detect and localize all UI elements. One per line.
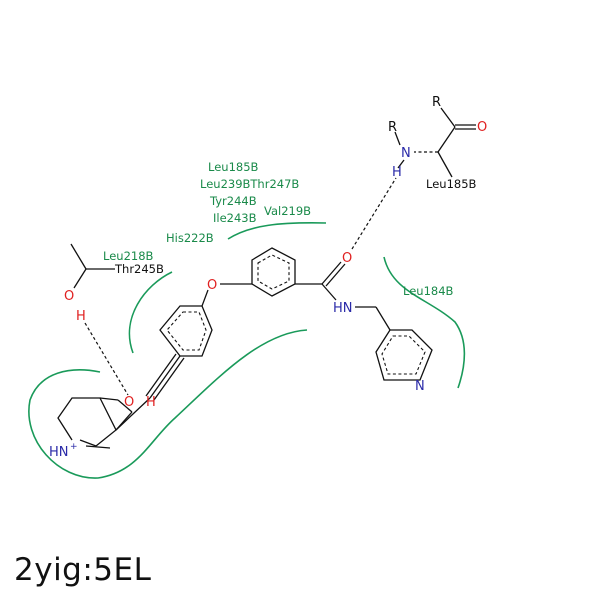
atom-nh-plus: HN	[49, 445, 69, 460]
residue-label-tyr244: Tyr244B	[209, 194, 257, 208]
atom-r-top: R	[432, 95, 441, 110]
leu185-backbone-fragment: R R O N H	[388, 95, 487, 180]
hbond-thr-oh-to-ligand	[84, 322, 129, 396]
hydrogen-bonds	[84, 177, 397, 396]
phenyl-ring-lower	[159, 305, 213, 357]
contact-arc-leu218	[128, 271, 173, 354]
atom-o-amide: O	[342, 251, 352, 266]
atom-o-carbonyl: O	[477, 120, 487, 135]
contact-arc-bottom	[28, 329, 308, 479]
contact-arc-upper	[227, 222, 327, 240]
atom-h-thr: H	[76, 309, 86, 324]
atom-n-pyridine: N	[415, 379, 425, 394]
contact-arc-leu184	[383, 256, 466, 389]
atom-h-ligand: H	[146, 395, 156, 410]
residue-label-leu184: Leu184B	[403, 284, 454, 298]
atom-o-thr: O	[64, 289, 74, 304]
quinuclidine-group: O H HN +	[49, 395, 156, 460]
residue-label-leu218: Leu218B	[103, 249, 154, 263]
atom-nh-amide: HN	[333, 301, 353, 316]
pyridine-ring: N	[375, 329, 433, 394]
ether-linkage: O	[201, 278, 252, 307]
residue-label-val219: Val219B	[264, 204, 311, 218]
residue-label-leu239-thr247: Leu239BThr247B	[200, 177, 299, 191]
thr245-sidechain: O H	[64, 243, 115, 324]
contact-arcs	[28, 222, 466, 479]
atom-o-ligand: O	[124, 395, 134, 410]
alkyne-linker	[115, 353, 185, 431]
residue-labels: Leu185B Leu239BThr247B Tyr244B Val219B I…	[103, 160, 477, 298]
residue-label-his222: His222B	[166, 231, 214, 245]
residue-label-thr245: Thr245B	[114, 262, 164, 276]
residue-label-leu185-backbone: Leu185B	[426, 177, 477, 191]
atom-n-backbone: N	[401, 146, 411, 161]
atom-o-ether: O	[207, 278, 217, 293]
phenyl-ring-central	[251, 247, 296, 297]
residue-label-leu185-top: Leu185B	[208, 160, 259, 174]
atom-h-backbone: H	[392, 165, 402, 180]
hbond-amide-o-to-nh	[351, 177, 397, 250]
atom-r-left: R	[388, 120, 397, 135]
structure-caption: 2yig:5EL	[14, 552, 152, 588]
atom-plus-charge: +	[70, 442, 78, 452]
residue-label-ile243: Ile243B	[213, 211, 257, 225]
amide-group: O HN	[295, 251, 391, 331]
